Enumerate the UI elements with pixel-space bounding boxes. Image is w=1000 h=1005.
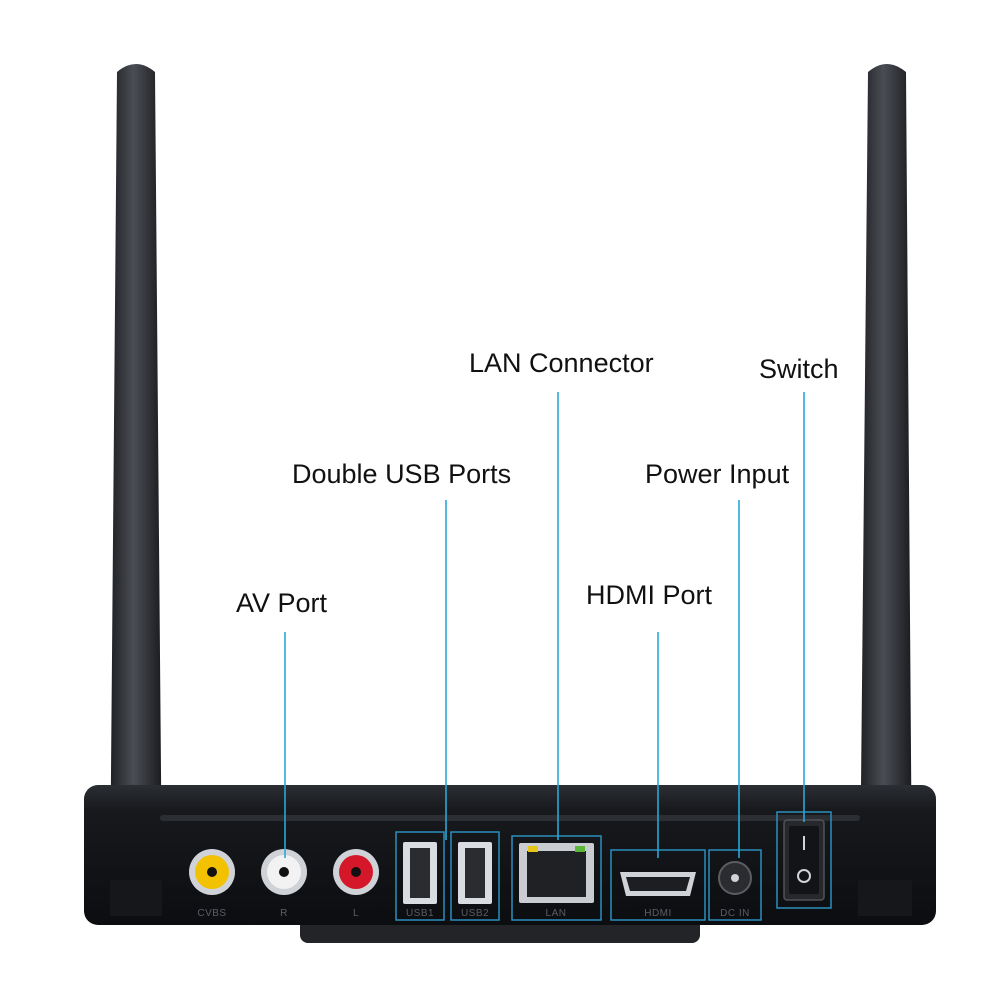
power-switch bbox=[776, 811, 832, 909]
av-port bbox=[189, 849, 379, 895]
dc-in-port bbox=[708, 849, 762, 921]
port-label-l: L bbox=[353, 908, 359, 919]
port-label-dc-in: DC IN bbox=[720, 908, 750, 919]
callout-lan-connector: LAN Connector bbox=[469, 348, 654, 378]
lan-port bbox=[511, 835, 602, 921]
callout-av-port: AV Port bbox=[236, 588, 328, 618]
hdmi-port bbox=[610, 849, 706, 921]
callout-switch: Switch bbox=[759, 354, 839, 384]
port-label-usb2: USB2 bbox=[461, 908, 489, 919]
leader-lines bbox=[284, 392, 805, 858]
usb-ports bbox=[395, 831, 500, 921]
port-label-usb1: USB1 bbox=[406, 908, 434, 919]
port-label-lan: LAN bbox=[546, 908, 567, 919]
callout-power-input: Power Input bbox=[645, 459, 790, 489]
callout-hdmi-port: HDMI Port bbox=[586, 580, 713, 610]
port-label-r: R bbox=[280, 908, 288, 919]
lan-led-green bbox=[575, 846, 585, 852]
port-label-cvbs: CVBS bbox=[197, 908, 226, 919]
lan-led-yellow bbox=[528, 846, 538, 852]
callout-double-usb-ports: Double USB Ports bbox=[292, 459, 512, 489]
port-label-hdmi: HDMI bbox=[644, 908, 672, 919]
